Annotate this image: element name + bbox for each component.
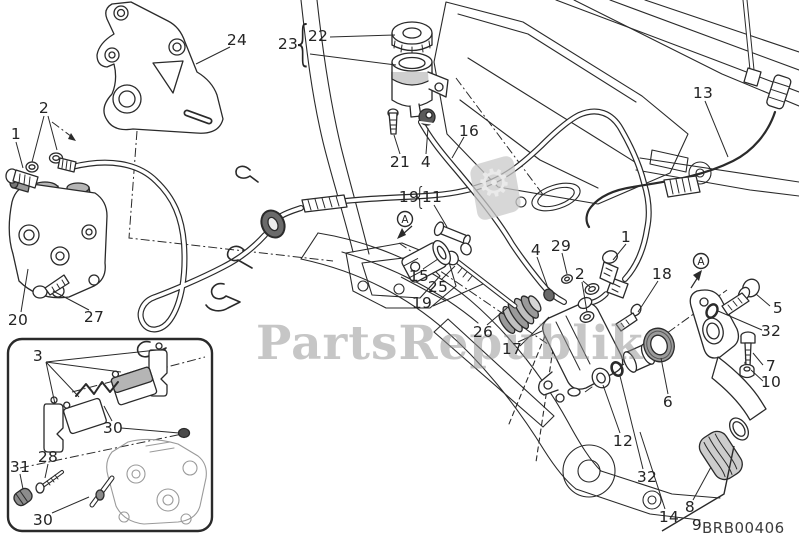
part-label-8-31: 8 [684, 498, 696, 516]
hose-clamp-4 [418, 108, 436, 126]
o-ring-32 [610, 361, 624, 377]
part-label-2-20: 2 [574, 265, 586, 283]
part-label-5-23: 5 [772, 299, 784, 317]
ghost-caliper-outline [106, 438, 207, 525]
watermark-text: PartsRepublik [256, 316, 644, 371]
view-a-callout-right [692, 252, 710, 270]
part-label-6-27: 6 [662, 393, 674, 411]
part-label-26-16: 26 [472, 323, 494, 341]
rear-brake-caliper [5, 152, 108, 299]
part-label-31-38: 31 [9, 458, 31, 476]
part-label-32-29: 32 [636, 468, 658, 486]
catalog-code: BRB00406 [702, 519, 785, 536]
switch-cable-13 [585, 110, 777, 229]
switch-screw-18 [615, 303, 642, 332]
pivot-bolt-5 [721, 278, 760, 316]
view-a-arrow-right [693, 270, 702, 281]
part-label-1-21: 1 [620, 228, 632, 246]
stop-nut-10 [739, 363, 755, 379]
part-label-20-33: 20 [7, 311, 29, 329]
hose-spiral-guard [301, 194, 348, 213]
clevis-15 [401, 240, 451, 283]
hose-grommet-hole [267, 216, 279, 232]
fluid-reservoir [387, 21, 449, 135]
part-label-4-18: 4 [530, 241, 542, 259]
part-label-10-26: 10 [760, 373, 782, 391]
part-label-27-34: 27 [83, 308, 105, 326]
part-label-21-6: 21 [389, 153, 411, 171]
part-label-9-32: 9 [691, 516, 703, 534]
diagram-parts [5, 1, 792, 481]
banjo-union-right [543, 250, 619, 323]
caliper-bolt-27 [32, 274, 70, 299]
reservoir-bolt-21 [387, 108, 399, 135]
hose-end-4 [543, 288, 555, 302]
part-label-11-12: 11 [421, 188, 443, 206]
pivot-stack [591, 327, 675, 389]
part-label-28-37: 28 [37, 448, 59, 466]
brake-pad-right [110, 366, 158, 406]
part-label-22-5: 22 [307, 27, 329, 45]
pedal-lever-14 [711, 356, 767, 421]
part-label-17-17: 17 [501, 340, 523, 358]
view-a-callout-left [396, 210, 414, 228]
rear-master-cylinder-17 [538, 296, 624, 403]
part-label-19-10: 19 [398, 188, 420, 206]
part-label-{-11: { [413, 181, 427, 211]
part-label-23-3: 23 [277, 35, 299, 53]
pad-spring [75, 381, 119, 397]
part-label-16-8: 16 [458, 122, 480, 140]
brake-pad-left [63, 397, 107, 435]
rubber-cap-31 [13, 487, 33, 507]
clevis-pin-11 [433, 221, 472, 256]
brake-pad-detail-box [6, 337, 214, 533]
leader-lines [15, 34, 771, 532]
part-label-7-25: 7 [765, 357, 777, 375]
view-a-letter: A [401, 214, 409, 226]
part-label-4-7: 4 [420, 153, 432, 171]
part-label-24-0: 24 [226, 31, 248, 49]
spring-pin-28 [35, 470, 64, 494]
part-label-30-36: 30 [102, 419, 124, 437]
pedal-stop-bolt-7 [740, 331, 756, 367]
part-label-3-35: 3 [32, 347, 44, 365]
cable-connector-13 [743, 67, 792, 110]
part-label-2-1: 2 [38, 99, 50, 117]
view-a-arrow-left [397, 228, 406, 239]
part-label-25-14: 25 [427, 278, 449, 296]
part-label-32-24: 32 [760, 322, 782, 340]
part-label-30-39: 30 [32, 511, 54, 529]
return-spring [663, 175, 701, 198]
view-callouts: A A [396, 210, 710, 289]
caliper-bracket-24 [96, 1, 224, 134]
pushrod-boot-26 [498, 295, 542, 334]
part-label-14-30: 14 [658, 508, 680, 526]
part-label-13-9: 13 [692, 84, 714, 102]
part-label-29-19: 29 [550, 237, 572, 255]
part-label-1-2: 1 [10, 125, 22, 143]
view-a-letter: A [697, 256, 705, 268]
pad-plate-left [43, 403, 64, 453]
part-label-18-22: 18 [651, 265, 673, 283]
part-label-15-13: 15 [408, 267, 430, 285]
small-arrowhead [68, 133, 76, 141]
part-label-12-28: 12 [612, 432, 634, 450]
o-ring-32-pivot [705, 303, 719, 319]
part-label-{-4: { [292, 14, 314, 72]
part-label-19-15: 19 [411, 294, 433, 312]
